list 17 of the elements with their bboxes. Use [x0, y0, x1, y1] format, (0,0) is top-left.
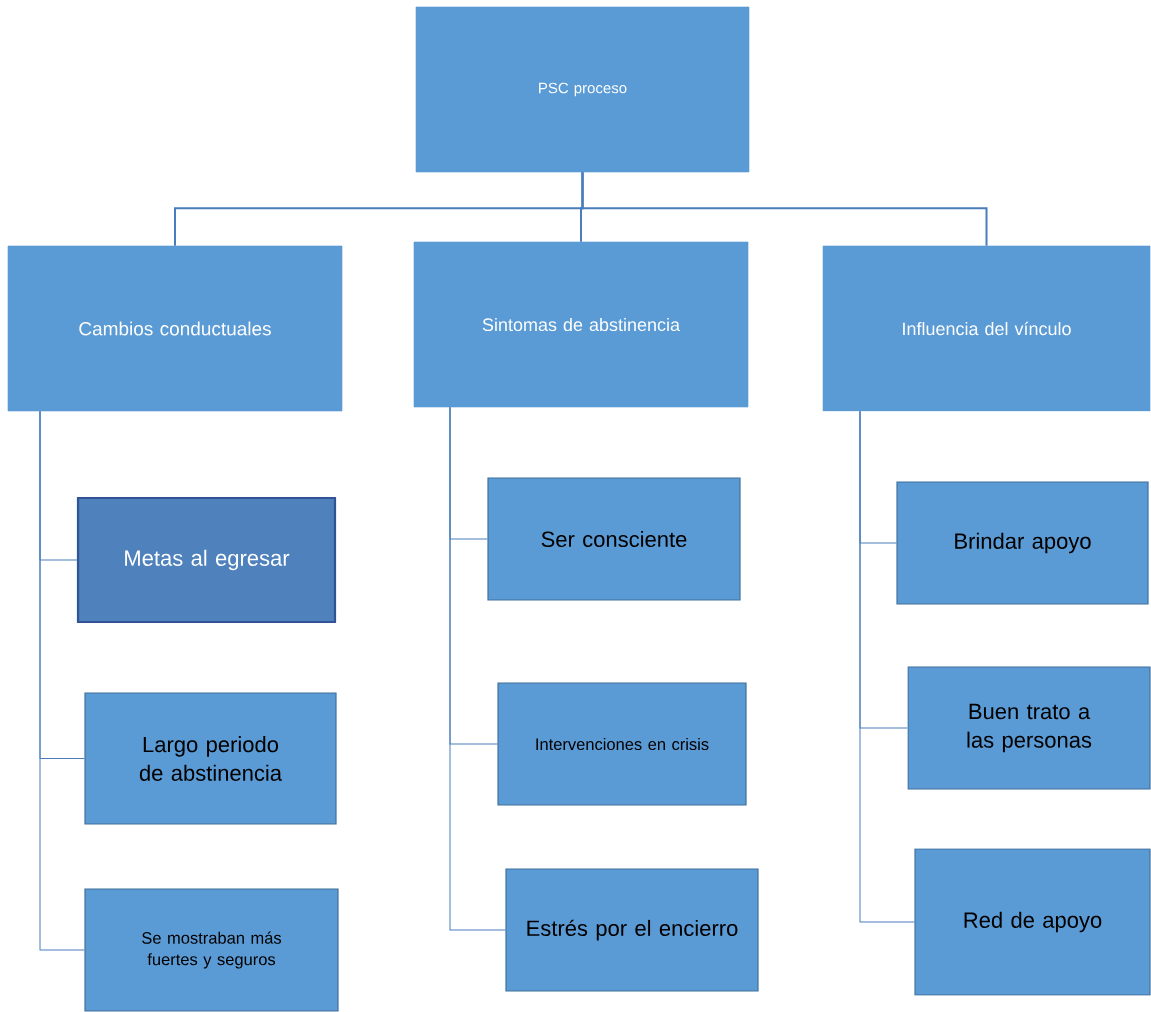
process-box: Largo periodo de abstinencia [84, 692, 337, 825]
process-box: Buen trato a las personas [907, 666, 1151, 790]
process-box: Se mostraban más fuertes y seguros [84, 888, 339, 1012]
process-box: Cambios conductuales [7, 245, 343, 412]
connector [859, 410, 915, 923]
process-box: Brindar apoyo [896, 481, 1149, 605]
connector [581, 171, 988, 247]
connector [449, 406, 506, 931]
connector [39, 410, 85, 951]
process-box: Influencia del vínculo [822, 245, 1151, 412]
process-box: Ser consciente [487, 477, 741, 601]
process-box: Estrés por el encierro [505, 868, 759, 992]
process-box: Sintomas de abstinencia [413, 241, 749, 408]
process-box: Metas al egresar [76, 496, 337, 624]
process-box: Intervenciones en crisis [497, 682, 747, 806]
process-box: PSC proceso [415, 6, 750, 173]
process-box: Red de apoyo [914, 848, 1151, 996]
